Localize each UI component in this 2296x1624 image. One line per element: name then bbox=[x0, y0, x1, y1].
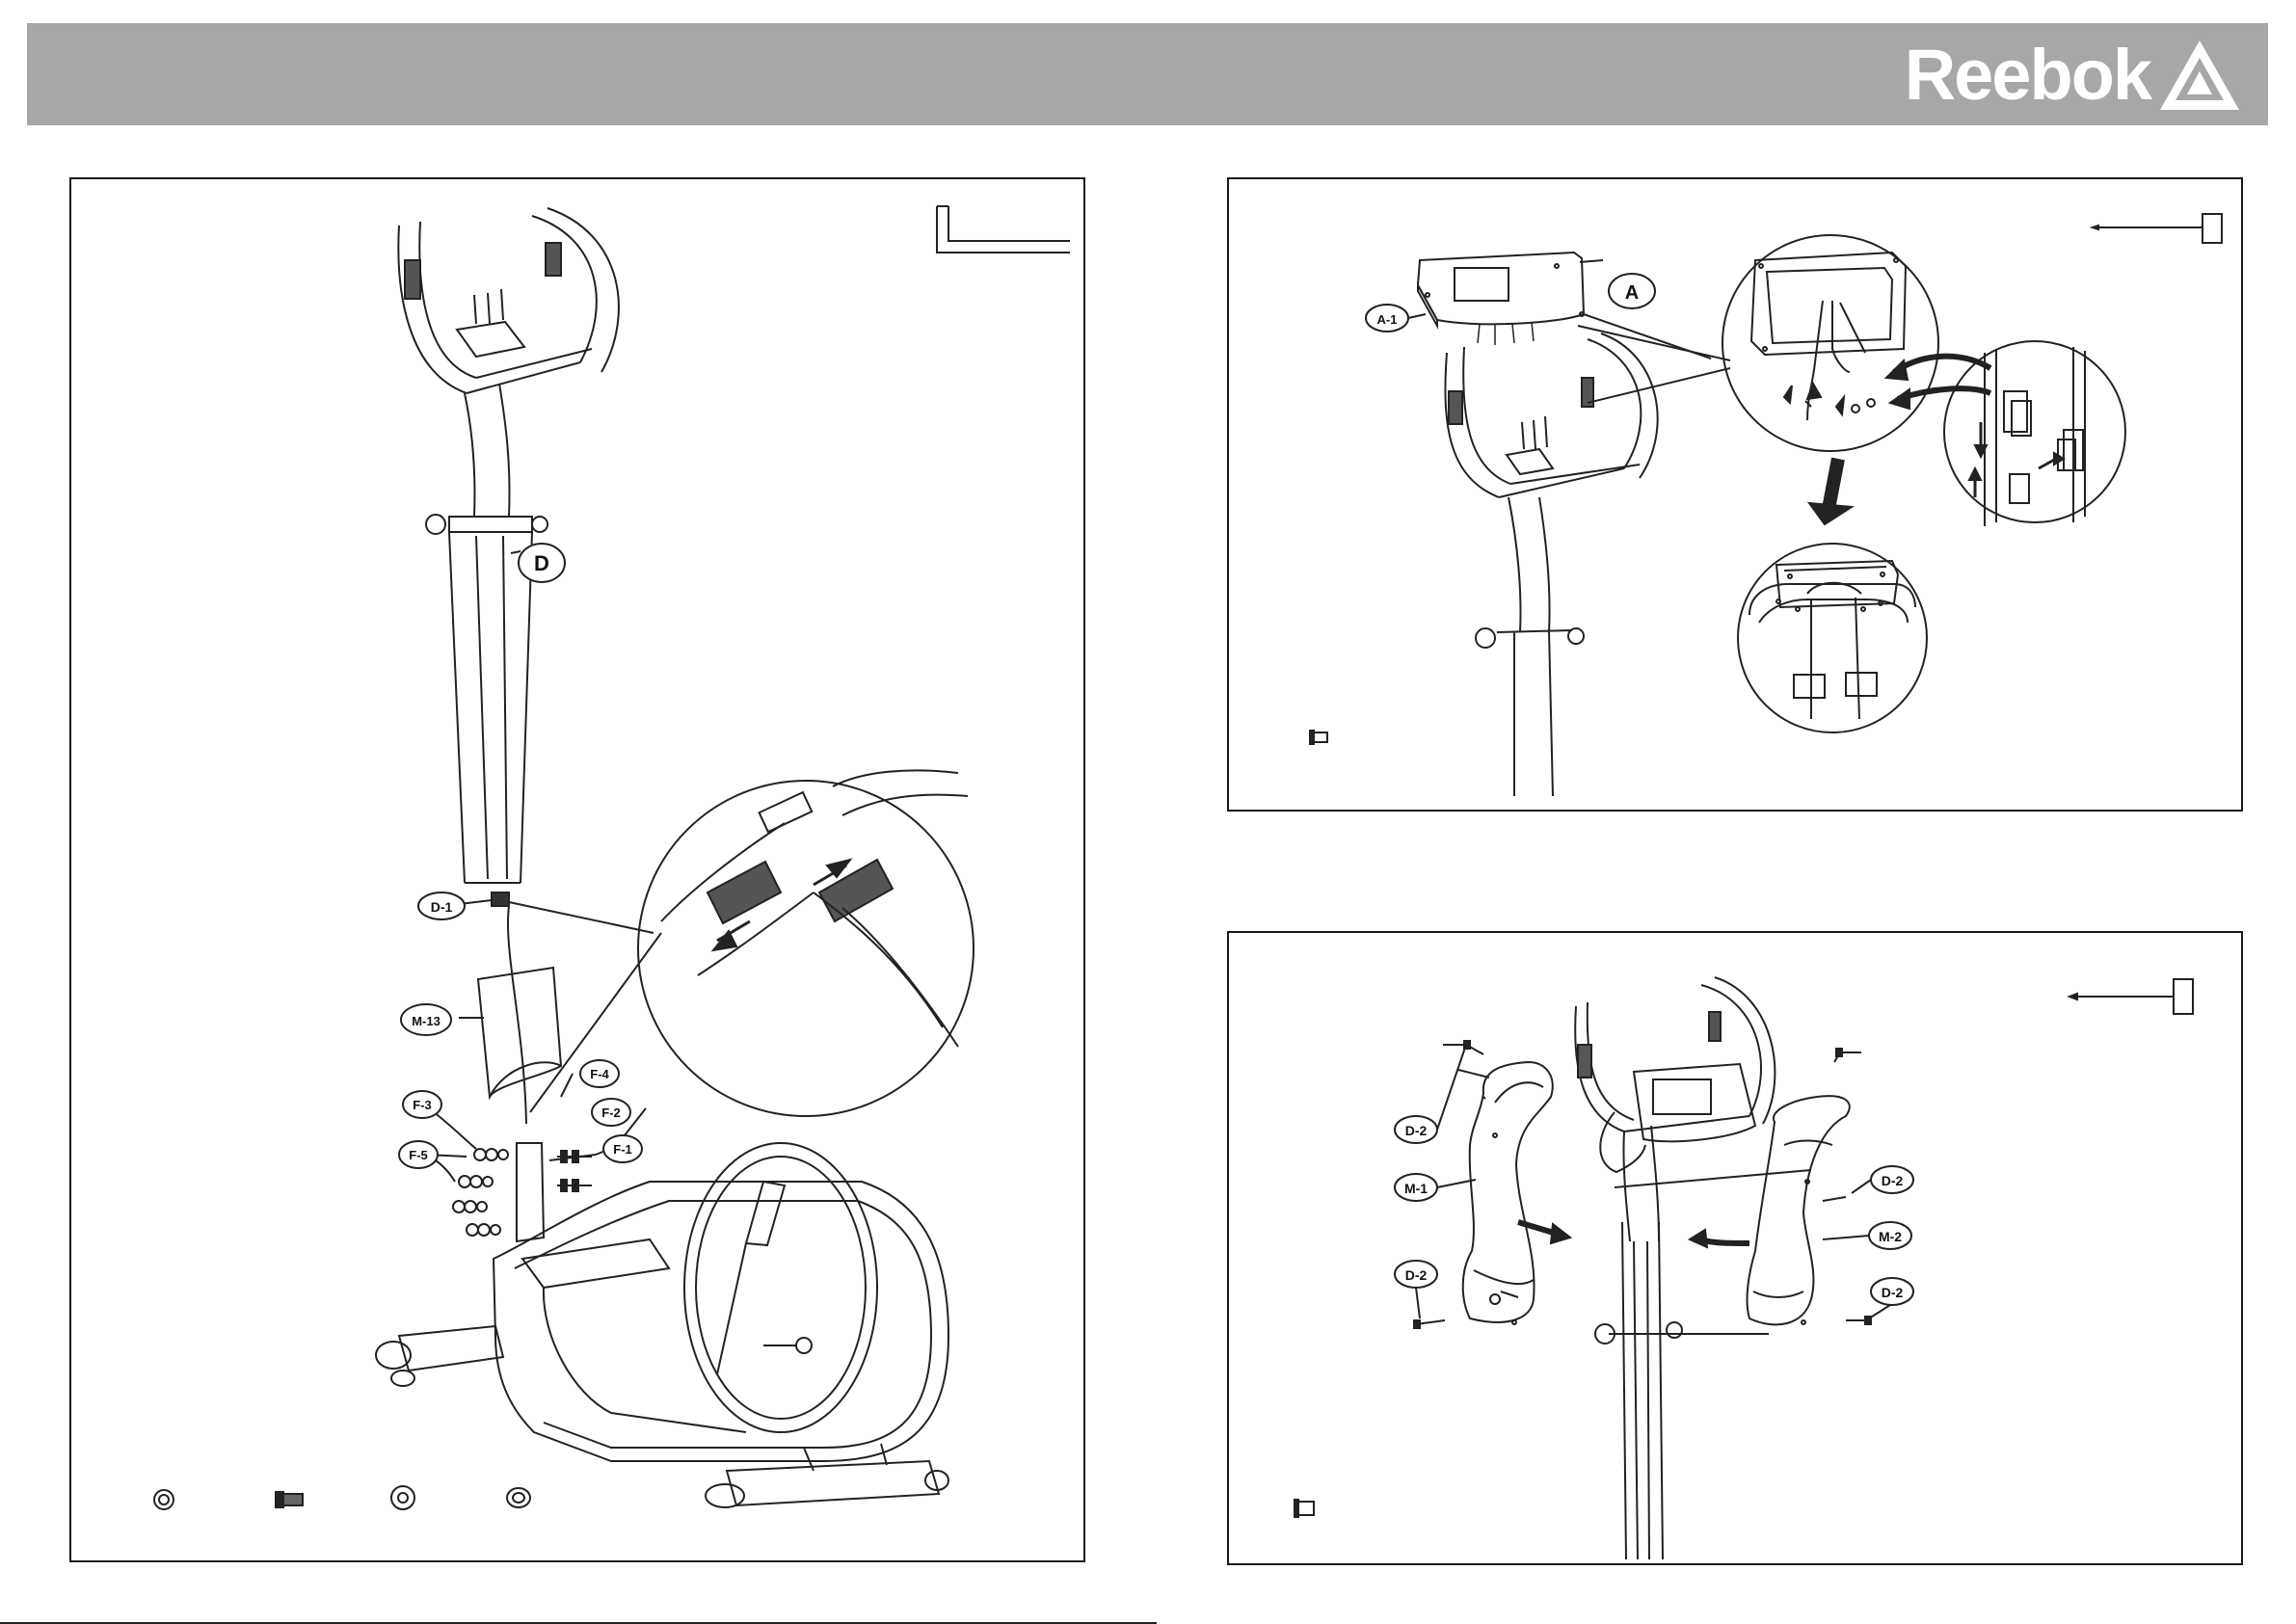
washer-icon bbox=[154, 1490, 174, 1509]
svg-text:F-1: F-1 bbox=[613, 1142, 632, 1157]
label-a: A bbox=[1609, 274, 1655, 308]
label-f-4: F-4 bbox=[580, 1060, 619, 1087]
svg-text:D-1: D-1 bbox=[431, 899, 453, 915]
svg-text:F-3: F-3 bbox=[413, 1098, 432, 1112]
svg-text:A-1: A-1 bbox=[1377, 312, 1398, 327]
plug-detail bbox=[1969, 347, 2085, 526]
hardware-row bbox=[154, 1486, 530, 1509]
svg-text:M-13: M-13 bbox=[412, 1014, 441, 1028]
svg-text:F-5: F-5 bbox=[409, 1148, 428, 1162]
console-back-detail bbox=[1751, 253, 1906, 420]
screwdriver-icon bbox=[2069, 979, 2193, 1014]
svg-text:A: A bbox=[1625, 282, 1639, 304]
bolt-set-left bbox=[453, 1149, 508, 1236]
upright-assembly-drawing: D D-1 M-13 F-4 F-3 F-2 bbox=[71, 179, 1087, 1564]
flat-washer-icon bbox=[391, 1486, 414, 1509]
console-assembly-drawing: A A-1 bbox=[1229, 179, 2245, 813]
label-f-5: F-5 bbox=[399, 1141, 438, 1168]
svg-text:F-2: F-2 bbox=[601, 1105, 621, 1120]
brand-wordmark: Reebok bbox=[1905, 40, 2150, 111]
header-bar: Reebok bbox=[27, 23, 2268, 125]
label-d-2-lower-right: D-2 bbox=[1871, 1278, 1913, 1305]
step-panel-console-assembly: A A-1 bbox=[1227, 177, 2243, 812]
cover-m-2 bbox=[1748, 1096, 1850, 1324]
label-d-2-lower-left: D-2 bbox=[1395, 1261, 1437, 1288]
screw-icon bbox=[1295, 1500, 1314, 1517]
label-m-13: M-13 bbox=[401, 1004, 451, 1035]
label-a-1: A-1 bbox=[1366, 305, 1408, 332]
cover-m-1 bbox=[1463, 1062, 1553, 1324]
svg-text:D-2: D-2 bbox=[1882, 1285, 1904, 1300]
delta-logo-icon bbox=[2156, 37, 2243, 114]
cover-assembly-drawing: D-2 M-1 D-2 D-2 M-2 D-2 bbox=[1229, 933, 2245, 1567]
label-d: D bbox=[519, 544, 565, 582]
label-f-1: F-1 bbox=[603, 1135, 642, 1162]
svg-text:M-2: M-2 bbox=[1879, 1229, 1902, 1244]
label-d-2-upper-right: D-2 bbox=[1871, 1166, 1913, 1193]
label-m-2: M-2 bbox=[1869, 1222, 1911, 1249]
label-d-1: D-1 bbox=[418, 892, 465, 919]
svg-text:F-4: F-4 bbox=[590, 1067, 609, 1081]
label-m-1: M-1 bbox=[1395, 1174, 1437, 1201]
allen-key-icon bbox=[937, 206, 1070, 253]
svg-text:D-2: D-2 bbox=[1405, 1267, 1428, 1283]
label-f-2: F-2 bbox=[592, 1099, 630, 1126]
curved-washer-icon bbox=[507, 1488, 530, 1507]
label-d-2-upper-left: D-2 bbox=[1395, 1116, 1437, 1143]
label-f-3: F-3 bbox=[403, 1091, 441, 1118]
svg-text:D-2: D-2 bbox=[1405, 1123, 1428, 1138]
console-mounted-detail bbox=[1749, 561, 1915, 719]
svg-text:D-2: D-2 bbox=[1882, 1173, 1904, 1188]
screw-icon bbox=[1310, 731, 1327, 744]
step-panel-upright-assembly: D D-1 M-13 F-4 F-3 F-2 bbox=[69, 177, 1085, 1562]
console-a bbox=[1418, 253, 1711, 359]
brand-logo: Reebok bbox=[1905, 37, 2243, 114]
svg-text:M-1: M-1 bbox=[1404, 1181, 1428, 1196]
svg-text:D: D bbox=[534, 551, 549, 575]
step-panel-cover-assembly: D-2 M-1 D-2 D-2 M-2 D-2 bbox=[1227, 931, 2243, 1565]
bolt-icon bbox=[276, 1492, 303, 1507]
screwdriver-icon bbox=[2093, 214, 2222, 243]
